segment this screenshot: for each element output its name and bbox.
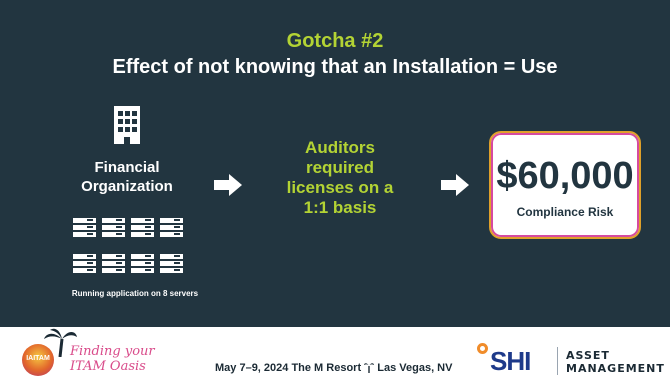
server-icon xyxy=(131,218,154,240)
shi-logo-text: SHI xyxy=(490,346,531,376)
financial-label-line1: Financial xyxy=(94,159,160,176)
servers-caption: Running application on 8 servers xyxy=(71,289,199,298)
compliance-risk-card: $60,000 Compliance Risk xyxy=(489,131,641,239)
arrow-right-icon xyxy=(214,174,244,196)
event-info: May 7–9, 2024 The M Resort Las Vegas, NV xyxy=(215,361,452,374)
slide-title-line1: Gotcha #2 xyxy=(286,30,384,52)
server-icon xyxy=(73,218,96,240)
slide-title-line2: Effect of not knowing that an Installati… xyxy=(112,56,558,78)
financial-organization-label: Financial Organization xyxy=(62,158,192,196)
iaitam-logo: IAITAM xyxy=(22,344,54,376)
financial-label-line2: Organization xyxy=(81,178,173,195)
brand-text: Finding your ITAM Oasis xyxy=(70,344,155,374)
palm-tree-icon xyxy=(44,328,77,357)
server-icon xyxy=(160,254,183,276)
asset-line1: ASSET xyxy=(566,349,610,362)
risk-label: Compliance Risk xyxy=(516,205,614,219)
auditors-line3: licenses on a xyxy=(286,178,394,197)
server-icon xyxy=(131,254,154,276)
building-icon xyxy=(114,106,140,144)
iaitam-logo-text: IAITAM xyxy=(26,355,50,362)
auditors-line1: Auditors xyxy=(305,138,375,157)
event-dates: May 7–9, 2024 The M Resort xyxy=(215,362,362,374)
asset-line2: MANAGEMENT xyxy=(566,362,665,375)
server-icon xyxy=(102,254,125,276)
asset-management-text: ASSET MANAGEMENT xyxy=(566,349,665,375)
event-location: Las Vegas, NV xyxy=(377,362,453,374)
server-icon xyxy=(160,218,183,240)
logo-divider xyxy=(557,347,558,375)
server-icon xyxy=(73,254,96,276)
server-icon xyxy=(102,218,125,240)
shi-logo-mark-icon xyxy=(477,343,488,354)
slide-content: Gotcha #2 Effect of not knowing that an … xyxy=(0,0,670,327)
footer: IAITAM Finding your ITAM Oasis May 7–9, … xyxy=(0,327,670,382)
auditors-text: Auditors required licenses on a 1:1 basi… xyxy=(270,138,410,218)
risk-amount: $60,000 xyxy=(496,155,634,197)
servers-group xyxy=(73,218,185,278)
auditors-line4: 1:1 basis xyxy=(303,198,377,217)
palm-tree-small-icon xyxy=(364,363,375,373)
auditors-line2: required xyxy=(305,158,375,177)
brand-line1: Finding your xyxy=(70,344,155,359)
arrow-right-icon xyxy=(441,174,471,196)
brand-line2: ITAM Oasis xyxy=(70,359,146,374)
